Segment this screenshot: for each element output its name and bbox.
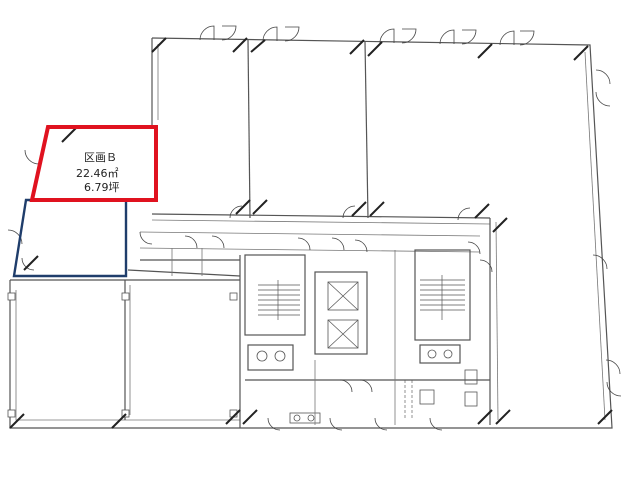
door-swing-icon (592, 254, 608, 270)
door-swing-icon (329, 417, 343, 431)
door-swing-icon (342, 205, 356, 219)
door-swing-icon (374, 417, 388, 431)
door-swing-icon (457, 207, 471, 221)
door-swing-icon (606, 381, 622, 397)
door-swing-icon (211, 235, 225, 249)
door-swing-icon (221, 25, 237, 41)
door-swing-icon (262, 26, 278, 42)
unit-area-m2: 22.46㎡ (76, 167, 119, 180)
door-swing-icon (479, 259, 493, 273)
door-swing-icon (467, 241, 481, 255)
door-swing-icon (605, 359, 621, 375)
column-icon (7, 409, 16, 418)
door-swing-icon (461, 29, 477, 45)
door-swing-icon (297, 237, 311, 251)
door-swing-icon (359, 379, 373, 393)
unit-name: 区画Ｂ (84, 151, 117, 164)
unit-area-tsubo: 6.79坪 (84, 181, 120, 194)
door-swing-icon (331, 237, 345, 251)
door-swing-icon (284, 26, 300, 42)
elevator-icon (327, 319, 359, 349)
door-swing-icon (439, 29, 455, 45)
stair-icon (258, 280, 300, 320)
corner-marks (9, 37, 613, 429)
door-swing-icon (429, 417, 443, 431)
door-swing-icon (7, 229, 23, 245)
toilet-icon (274, 350, 286, 362)
unit-b-label: 区画Ｂ 22.46㎡ 6.79坪 (76, 151, 120, 194)
column-icon (229, 292, 238, 301)
toilet-icon (427, 349, 437, 359)
lower-offices (7, 255, 241, 428)
door-swing-icon (401, 28, 417, 44)
door-swing-icon (379, 28, 395, 44)
elevator-icon (327, 281, 359, 311)
column-icon (7, 292, 16, 301)
door-swing-icon (595, 69, 611, 85)
door-swing-icon (229, 205, 243, 219)
door-swing-icon (519, 30, 535, 46)
door-swing-icon (184, 235, 198, 249)
stair-icon (420, 275, 465, 320)
door-swing-icon (339, 379, 353, 393)
toilet-icon (443, 349, 453, 359)
door-swing-icon (21, 257, 35, 271)
door-swing-icon (354, 239, 368, 253)
door-swing-icon (267, 417, 281, 431)
column-icon (121, 409, 130, 418)
building-core (244, 249, 490, 425)
unit-b-highlight[interactable] (29, 125, 158, 202)
building-outline (9, 37, 613, 429)
door-swing-icon (199, 25, 215, 41)
door-swing-icon (139, 231, 153, 245)
toilet-icon (256, 350, 268, 362)
column-icon (121, 292, 130, 301)
door-swing-icon (24, 149, 40, 165)
upper-offices (151, 39, 499, 425)
doors (7, 25, 622, 431)
door-swing-icon (499, 30, 515, 46)
door-swing-icon (595, 91, 611, 107)
corridor (10, 231, 481, 281)
